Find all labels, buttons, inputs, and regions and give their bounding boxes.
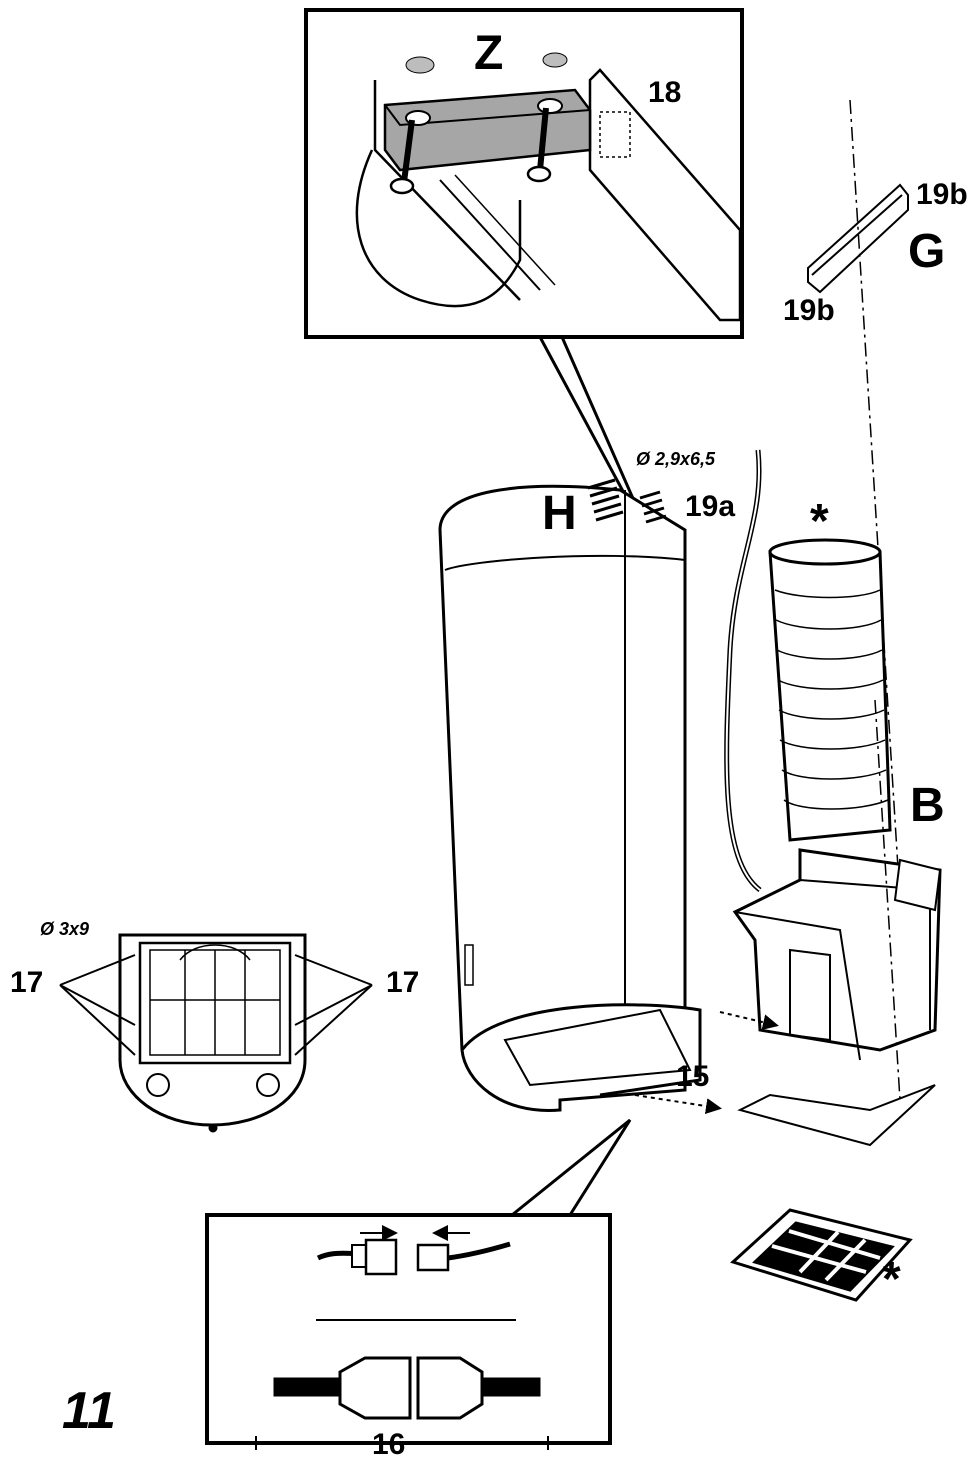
connector-callout xyxy=(205,1118,632,1450)
bracket-g-drawing xyxy=(807,99,909,901)
label-19b-bottom: 19b xyxy=(783,294,835,327)
leader-lines-17 xyxy=(59,954,373,1056)
label-star-duct: * xyxy=(810,495,829,548)
chimney-h-drawing xyxy=(438,478,702,1112)
label-g: G xyxy=(908,225,946,278)
screw-icon xyxy=(526,107,552,183)
label-18: 18 xyxy=(648,76,682,109)
grease-filter-drawing xyxy=(730,1208,913,1302)
label-17-left: 17 xyxy=(10,966,44,999)
label-17-right: 17 xyxy=(386,966,420,999)
motor-box-b-drawing xyxy=(732,699,942,1147)
rear-view-drawing xyxy=(118,933,307,1133)
label-h: H xyxy=(542,487,577,540)
screw-icon xyxy=(389,119,415,195)
label-15: 15 xyxy=(676,1060,710,1093)
label-screw-dimension-small: Ø 2,9x6,5 xyxy=(636,449,716,469)
vent-grille-icon xyxy=(587,478,667,524)
flexible-duct-drawing xyxy=(768,538,892,842)
label-screw-dimension-large: Ø 3x9 xyxy=(40,919,90,939)
insert-arrow xyxy=(719,1011,779,1031)
label-star-filter: * xyxy=(882,1253,901,1306)
label-16: 16 xyxy=(372,1428,406,1461)
insert-arrow xyxy=(634,1094,722,1115)
label-z: Z xyxy=(474,27,504,80)
label-b: B xyxy=(910,779,945,832)
label-19b-top: 19b xyxy=(916,178,968,211)
detail-callout-z xyxy=(304,8,744,561)
figure-number: 11 xyxy=(62,1382,116,1440)
label-19a: 19a xyxy=(685,490,736,523)
